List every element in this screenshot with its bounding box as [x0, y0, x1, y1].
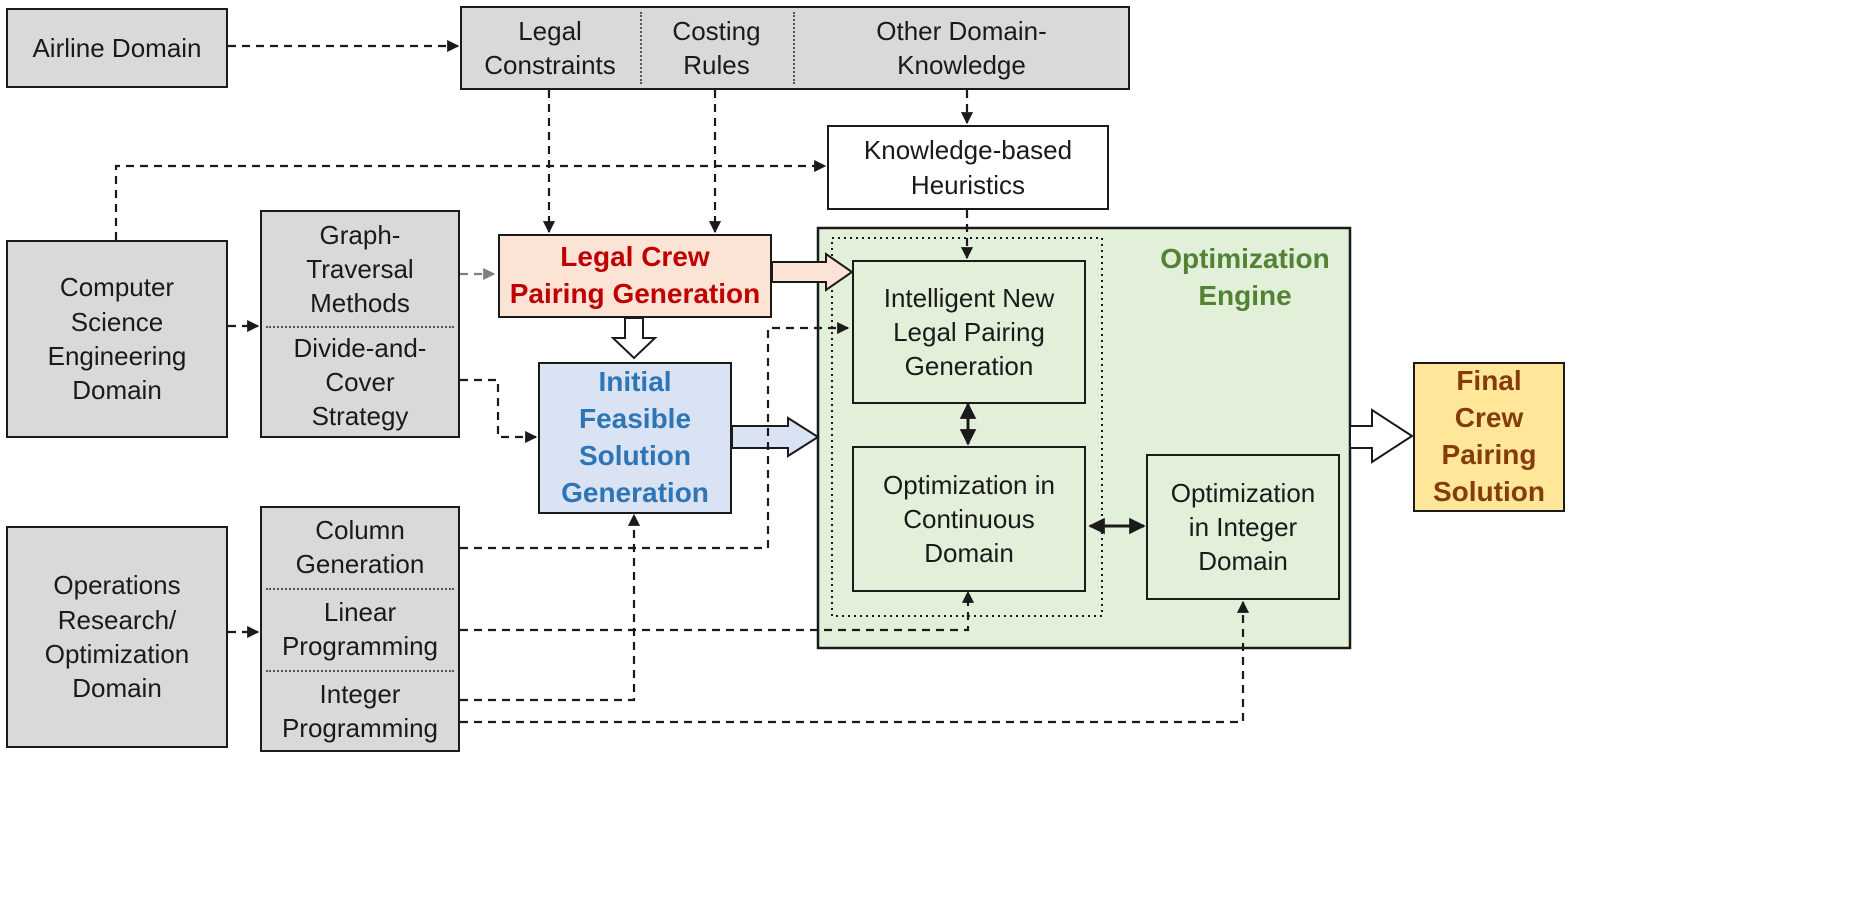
or-methods-divider	[266, 670, 454, 672]
integer-programming-label: Integer Programming	[281, 678, 439, 743]
continuous-opt-box	[852, 446, 1086, 592]
engine-title: Optimization Engine	[1160, 243, 1330, 311]
continuous-opt-label: Optimization in Continuous Domain	[883, 469, 1055, 569]
or-methods-divider	[266, 588, 454, 590]
arrow-linear-programming-to-continuous	[460, 590, 975, 632]
column-generation-label: Column Generation	[295, 514, 425, 579]
linear-programming-label: Linear Programming	[281, 596, 439, 661]
airline-domain-label: Airline Domain	[32, 32, 202, 63]
block-arrow-legal-to-engine	[771, 252, 854, 292]
final-solution-box	[1413, 362, 1565, 512]
legal-generation-box	[498, 234, 772, 318]
integer-opt-label: Optimization in Integer Domain	[1170, 477, 1316, 577]
block-arrow-legal-to-initial	[610, 317, 658, 360]
domain-knowledge-box	[460, 6, 1130, 90]
intelligent-generation-label: Intelligent New Legal Pairing Generation	[883, 282, 1055, 382]
costing-rules-label: Costing Rules	[672, 15, 761, 80]
knowledge-divider	[793, 12, 795, 84]
cs-methods-box	[260, 210, 460, 438]
arrow-divide-cover-to-initial	[460, 378, 538, 444]
initial-solution-label: Initial Feasible Solution Generation	[561, 366, 709, 508]
final-solution-label: Final Crew Pairing Solution	[1433, 365, 1545, 507]
intelligent-generation-box	[852, 260, 1086, 404]
or-domain-label: Operations Research/ Optimization Domain	[44, 570, 190, 704]
block-arrow-engine-to-final	[1349, 408, 1414, 464]
knowledge-divider	[640, 12, 642, 84]
legal-constraints-label: Legal Constraints	[484, 15, 616, 80]
divide-cover-label: Divide-and- Cover Strategy	[293, 332, 427, 432]
graph-traversal-label: Graph- Traversal Methods	[306, 219, 414, 319]
arrow-cs-to-heuristics	[114, 159, 827, 240]
arrow-integer-programming-to-initial	[460, 513, 641, 702]
legal-generation-label: Legal Crew Pairing Generation	[509, 241, 761, 309]
other-knowledge-label: Other Domain- Knowledge	[876, 15, 1047, 80]
cs-domain-box	[6, 240, 228, 438]
block-arrow-initial-to-engine	[731, 416, 820, 458]
airline-domain-box	[6, 8, 228, 88]
cs-domain-label: Computer Science Engineering Domain	[47, 272, 187, 406]
initial-solution-box	[538, 362, 732, 514]
knowledge-heuristics-box	[827, 125, 1109, 210]
arrow-column-generation-to-intelligent	[460, 321, 850, 550]
integer-opt-box	[1146, 454, 1340, 600]
or-methods-box	[260, 506, 460, 752]
or-domain-box	[6, 526, 228, 748]
knowledge-heuristics-label: Knowledge-based Heuristics	[863, 135, 1073, 200]
cs-methods-divider	[266, 326, 454, 328]
